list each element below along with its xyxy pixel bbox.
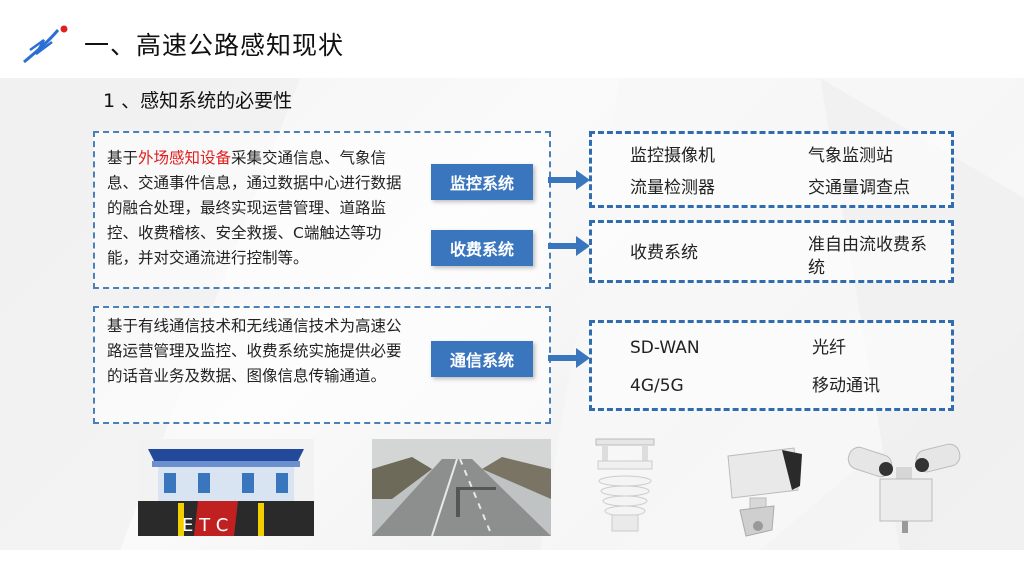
svg-text:E T C: E T C [182,515,228,536]
toll-system-label: 收费系统 [431,230,533,266]
comm-item: 光纤 [812,338,846,358]
highlight-text: 外场感知设备 [138,149,232,167]
logo-icon [23,25,68,64]
camera-photo [847,443,961,533]
monitor-item: 交通量调查点 [808,178,910,198]
comm-item: 4G/5G [630,376,684,396]
highway-photo [372,439,551,536]
comm-item: SD-WAN [630,338,700,358]
arrow-right-icon [548,236,590,256]
page-title: 一、高速公路感知现状 [84,31,345,60]
monitor-devices-box [589,131,954,208]
toll-item: 准自由流收费系统 [808,235,927,278]
toll-plaza-photo: E T C [138,439,314,536]
footer-bar [0,552,1024,576]
weather-sensor-photo [595,438,655,532]
toll-devices-box [589,220,954,283]
section-subtitle: 1 、感知系统的必要性 [103,90,293,112]
arrow-right-icon [548,348,590,368]
monitor-item: 气象监测站 [808,146,893,166]
monitor-item: 监控摄像机 [630,146,715,166]
toll-item: 收费系统 [630,243,698,263]
monitor-item: 流量检测器 [630,178,715,198]
communication-description-text: 基于有线通信技术和无线通信技术为高速公路运营管理及监控、收费系统实施提供必要的话… [107,317,402,385]
arrow-right-icon [548,170,590,190]
sensing-description-text: 基于外场感知设备采集交通信息、气象信息、交通事件信息，通过数据中心进行数据的融合… [107,149,402,267]
radar-sensor-photo [727,447,802,537]
monitor-system-label: 监控系统 [431,164,533,200]
comm-system-label: 通信系统 [431,341,533,377]
comm-devices-box [589,320,954,411]
comm-item: 移动通讯 [812,376,880,396]
